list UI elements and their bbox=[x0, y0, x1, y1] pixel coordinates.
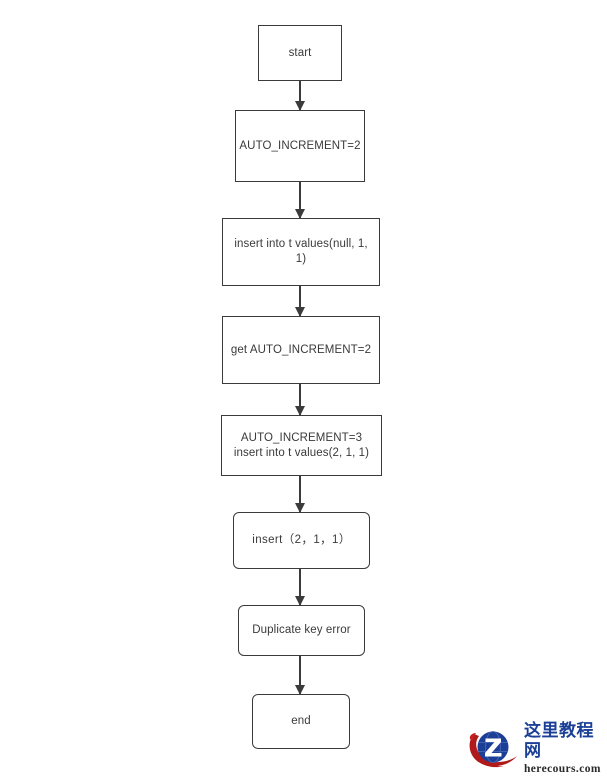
flow-node-label: insert（2，1，1） bbox=[252, 534, 351, 546]
flow-arrow-get-auto-increment-to-auto-increment-3 bbox=[299, 384, 301, 415]
site-logo-text: 这里教程网 herecours.com bbox=[524, 721, 602, 776]
site-domain: herecours.com bbox=[524, 762, 601, 775]
flow-arrow-start-to-auto-increment-2 bbox=[299, 81, 301, 110]
flow-node-auto-increment-2[interactable]: AUTO_INCREMENT=2 bbox=[235, 110, 365, 182]
flow-arrow-duplicate-key-error-to-end bbox=[299, 656, 301, 694]
flow-node-duplicate-key-error[interactable]: Duplicate key error bbox=[238, 605, 365, 656]
flow-node-label: insert into t values(null, 1, 1) bbox=[234, 238, 368, 265]
flow-node-label: end bbox=[291, 715, 311, 727]
flow-node-label: Duplicate key error bbox=[252, 624, 351, 636]
flow-node-label: get AUTO_INCREMENT=2 bbox=[230, 343, 372, 356]
flow-node-label: start bbox=[288, 46, 312, 59]
flow-arrow-insert-null-to-get-auto-increment bbox=[299, 286, 301, 316]
site-name: 这里教程网 bbox=[524, 720, 594, 761]
flow-node-label: AUTO_INCREMENT=3 insert into t values(2,… bbox=[233, 431, 370, 459]
flow-node-start[interactable]: start bbox=[258, 25, 342, 81]
flow-node-insert-duplicate[interactable]: insert（2，1，1） bbox=[233, 512, 370, 569]
flow-node-label: AUTO_INCREMENT=2 bbox=[239, 139, 361, 152]
site-logo-icon bbox=[468, 725, 522, 771]
flow-node-insert-null[interactable]: insert into t values(null, 1, 1) bbox=[222, 218, 380, 286]
flow-arrow-auto-increment-3-to-insert-duplicate bbox=[299, 476, 301, 512]
flow-node-end[interactable]: end bbox=[252, 694, 350, 749]
flow-node-get-auto-increment[interactable]: get AUTO_INCREMENT=2 bbox=[222, 316, 380, 384]
flow-node-auto-increment-3[interactable]: AUTO_INCREMENT=3 insert into t values(2,… bbox=[221, 415, 382, 476]
site-watermark: 这里教程网 herecours.com bbox=[468, 721, 602, 775]
flow-arrow-insert-duplicate-to-duplicate-key-error bbox=[299, 569, 301, 605]
flow-arrow-auto-increment-2-to-insert-null bbox=[299, 182, 301, 218]
